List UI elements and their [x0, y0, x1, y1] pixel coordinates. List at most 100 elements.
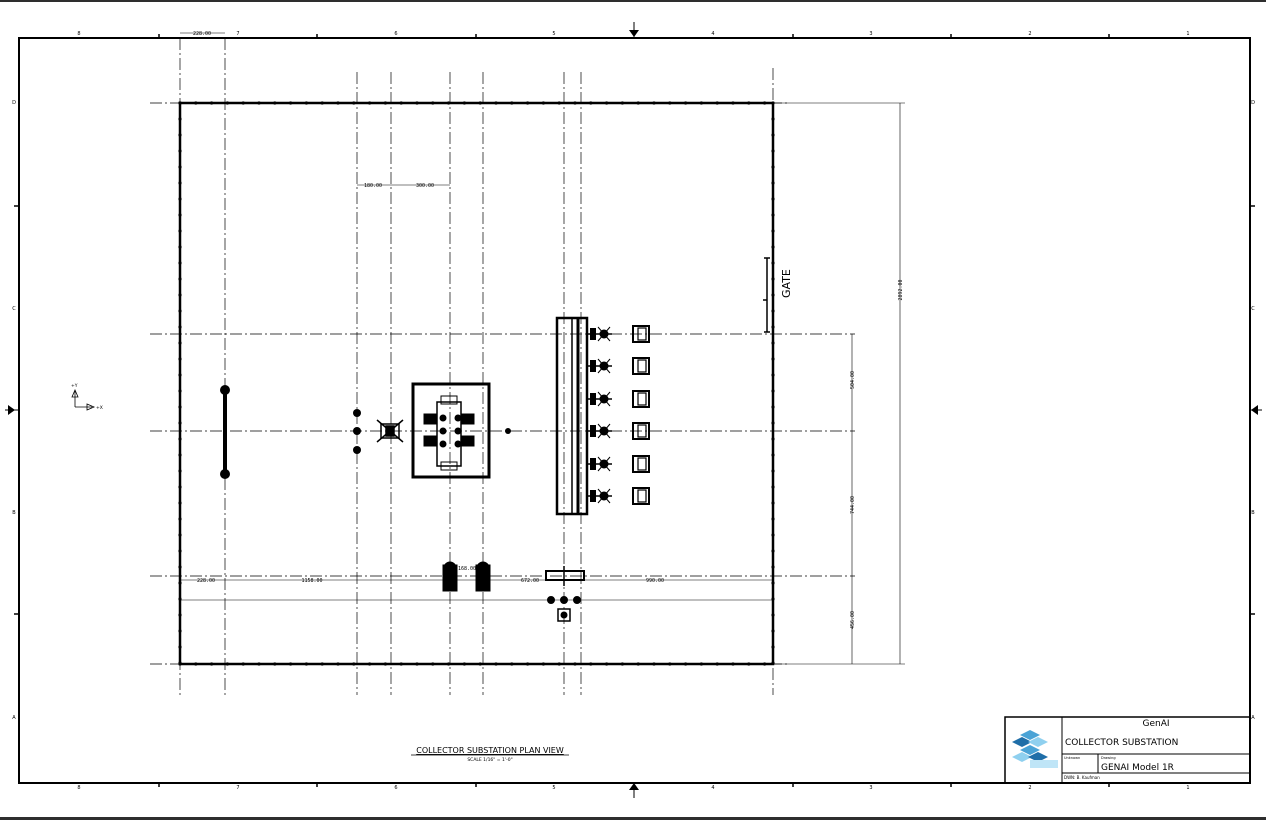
- fence-post: [178, 389, 182, 393]
- centering-arrows: [5, 22, 1262, 798]
- row-label-left: C: [12, 306, 16, 312]
- col-label-bottom: 4: [711, 785, 714, 791]
- fence-post: [336, 662, 340, 666]
- company-logo: [1012, 730, 1058, 768]
- fence-post: [178, 357, 182, 361]
- fence-post: [510, 662, 514, 666]
- fence-post: [178, 197, 182, 201]
- insulator-posts: [353, 409, 511, 454]
- fence-post: [494, 101, 498, 105]
- fence-post: [668, 662, 672, 666]
- fence-post: [210, 101, 214, 105]
- fence-post: [526, 101, 530, 105]
- fence-post: [771, 645, 775, 649]
- col-label-bottom: 6: [394, 785, 397, 791]
- row-label-left: B: [12, 510, 16, 516]
- fence-post: [668, 101, 672, 105]
- fence-post: [510, 101, 514, 105]
- fence-post: [771, 501, 775, 505]
- fence-post: [320, 662, 324, 666]
- sheet-border: [18, 37, 1251, 784]
- substation-fence: [178, 101, 775, 666]
- fence-post: [620, 662, 625, 666]
- fence-post: [178, 501, 182, 505]
- fence-post: [304, 101, 308, 105]
- fence-post: [684, 662, 688, 666]
- fence-post: [747, 662, 751, 666]
- fence-post: [431, 101, 435, 105]
- fence-post: [178, 133, 182, 137]
- col-label-bottom: 1: [1186, 785, 1189, 791]
- title-small-left: Unknown: [1064, 756, 1080, 760]
- fence-post: [494, 662, 498, 666]
- fence-post: [771, 469, 775, 473]
- col-label-bottom: 3: [869, 785, 872, 791]
- fence-post: [771, 293, 775, 297]
- fence-post: [699, 662, 704, 666]
- fence-post: [715, 662, 719, 666]
- fence-post: [178, 181, 182, 185]
- fence-post: [771, 325, 775, 329]
- fence-post: [178, 645, 182, 649]
- fence-post: [178, 341, 182, 345]
- fence-post: [178, 661, 182, 665]
- fence-post: [771, 405, 775, 409]
- fence-post: [178, 101, 182, 105]
- col-label-bottom: 5: [552, 785, 555, 791]
- fence-post: [447, 101, 451, 105]
- col-label-top: 3: [869, 31, 872, 37]
- fence-post: [178, 581, 182, 585]
- fence-post: [771, 421, 775, 425]
- fence-post: [178, 117, 182, 121]
- title-block: [1004, 716, 1251, 784]
- dim-bottom-d: 990.00: [646, 578, 664, 584]
- fence-post: [771, 549, 775, 553]
- fence-post: [178, 533, 182, 537]
- col-label-bottom: 7: [236, 785, 239, 791]
- fence-post: [178, 373, 182, 377]
- fence-post: [526, 662, 530, 666]
- feeder-bay: [587, 325, 650, 343]
- fence-post: [589, 101, 593, 105]
- row-label-left: D: [12, 100, 16, 106]
- fence-post: [573, 662, 577, 666]
- gate: [763, 257, 770, 333]
- dim-top-left: 228.00: [193, 31, 211, 37]
- fence-post: [225, 662, 229, 666]
- fence-post: [771, 197, 775, 201]
- fence-post: [771, 309, 775, 313]
- fence-post: [241, 662, 245, 666]
- fence-post: [715, 101, 719, 105]
- vertical-centerlines: [179, 38, 774, 695]
- dim-bottom-b: 1158.00: [301, 578, 322, 584]
- fence-post: [273, 662, 277, 666]
- dim-spacing-a: 180.00: [364, 183, 382, 189]
- col-label-top: 6: [394, 31, 397, 37]
- fence-post: [462, 101, 466, 105]
- dim-right-b: 744.00: [850, 496, 856, 514]
- fence-post: [652, 101, 656, 105]
- fence-post: [541, 101, 546, 105]
- dim-right-total: 2892.00: [898, 279, 904, 300]
- fence-post: [178, 437, 182, 441]
- column-labels: 8 7 6 5 4 3 2 1 8 7 6 5 4 3 2 1: [77, 31, 1189, 791]
- fence-post: [763, 662, 767, 666]
- fence-post: [178, 277, 182, 281]
- left-busbar: [220, 385, 230, 479]
- fence-post: [194, 101, 198, 105]
- fence-post: [194, 662, 198, 666]
- fence-posts: [178, 101, 775, 666]
- fence-post: [605, 101, 609, 105]
- fence-post: [289, 662, 293, 666]
- fence-post: [747, 101, 751, 105]
- fence-post: [304, 662, 308, 666]
- fence-post: [225, 101, 229, 105]
- circuit-breaker: [376, 419, 404, 443]
- fence-post: [652, 662, 656, 666]
- switchgear-lineup: [555, 316, 589, 516]
- feeder-bay: [587, 357, 650, 375]
- fence-post: [399, 101, 403, 105]
- window-top-edge: [0, 0, 1266, 2]
- window-bottom-edge: [0, 817, 1266, 820]
